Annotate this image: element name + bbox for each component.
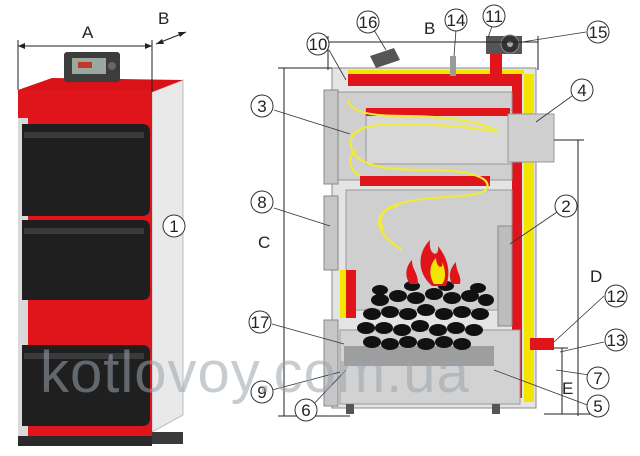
boiler-exterior: A B 1 bbox=[17, 9, 187, 446]
callout-17: 17 bbox=[248, 310, 272, 334]
callout-10: 10 bbox=[306, 32, 330, 56]
control-panel bbox=[64, 52, 120, 82]
svg-text:4: 4 bbox=[577, 81, 586, 100]
callout-11: 11 bbox=[482, 4, 506, 28]
boiler-top-cap bbox=[18, 78, 183, 92]
boiler-base bbox=[18, 436, 152, 446]
callout-1-label: 1 bbox=[169, 217, 178, 236]
svg-text:16: 16 bbox=[359, 13, 378, 32]
dimension-c-label: C bbox=[258, 233, 270, 252]
dimension-a bbox=[17, 40, 153, 92]
dimension-a-label: A bbox=[82, 23, 94, 42]
callout-15: 15 bbox=[586, 20, 610, 44]
lower-door bbox=[22, 345, 150, 426]
exchanger-extension bbox=[507, 113, 555, 163]
callout-7: 7 bbox=[586, 366, 610, 390]
gas-flow-arrows bbox=[346, 99, 499, 251]
callout-4: 4 bbox=[570, 78, 594, 102]
middle-door bbox=[22, 220, 150, 300]
section-door-upper bbox=[323, 89, 339, 185]
outlet-12 bbox=[530, 338, 554, 350]
callout-1-circle bbox=[162, 214, 186, 238]
callout-5: 5 bbox=[586, 394, 610, 418]
dimension-lines bbox=[278, 36, 590, 417]
svg-text:7: 7 bbox=[593, 369, 602, 388]
svg-text:17: 17 bbox=[251, 313, 270, 332]
water-jacket-left bbox=[346, 270, 356, 318]
svg-text:5: 5 bbox=[593, 397, 602, 416]
callout-16: 16 bbox=[356, 10, 380, 34]
grate-pipe bbox=[497, 225, 513, 327]
dimension-b-left-label: B bbox=[158, 9, 169, 28]
water-jacket-right bbox=[512, 82, 522, 398]
insulation-top bbox=[348, 70, 524, 74]
vent-16 bbox=[370, 48, 400, 68]
section-door-middle bbox=[323, 195, 339, 271]
callout-8: 8 bbox=[250, 190, 274, 214]
boiler-foot-right bbox=[152, 432, 183, 444]
callout-2: 2 bbox=[554, 194, 578, 218]
sensor-14 bbox=[450, 56, 456, 76]
flame bbox=[406, 240, 461, 286]
dimension-d-label: D bbox=[590, 267, 602, 286]
coal-bed bbox=[357, 281, 494, 350]
baffle-red-lower bbox=[360, 176, 490, 186]
svg-text:10: 10 bbox=[309, 35, 328, 54]
svg-text:14: 14 bbox=[447, 11, 466, 30]
baffle-tube bbox=[365, 109, 513, 165]
boiler-front-top bbox=[18, 90, 152, 118]
insulation-left bbox=[340, 270, 346, 318]
svg-text:6: 6 bbox=[301, 401, 310, 420]
svg-text:3: 3 bbox=[257, 97, 266, 116]
callout-9: 9 bbox=[250, 380, 274, 404]
callout-leaders bbox=[271, 25, 605, 411]
svg-text:12: 12 bbox=[607, 287, 626, 306]
svg-text:2: 2 bbox=[561, 197, 570, 216]
watermark: kotlovoy.com.ua bbox=[40, 340, 470, 405]
callout-13: 13 bbox=[604, 328, 628, 352]
dimension-e-label: E bbox=[562, 379, 573, 398]
svg-text:15: 15 bbox=[589, 23, 608, 42]
svg-text:9: 9 bbox=[257, 383, 266, 402]
svg-text:13: 13 bbox=[607, 331, 626, 350]
dimension-b-left bbox=[155, 31, 187, 45]
callout-14: 14 bbox=[444, 8, 468, 32]
water-jacket-top bbox=[348, 74, 522, 86]
callout-12: 12 bbox=[604, 284, 628, 308]
upper-door bbox=[22, 124, 150, 216]
svg-text:8: 8 bbox=[257, 193, 266, 212]
dimension-b-right-label: B bbox=[424, 19, 435, 38]
fan bbox=[486, 34, 522, 54]
section-leg-left bbox=[346, 404, 354, 414]
insulation-right bbox=[524, 74, 534, 402]
boiler-section: B C D E 10 16 bbox=[248, 4, 628, 422]
svg-text:11: 11 bbox=[485, 7, 503, 26]
baffle-red bbox=[366, 108, 510, 116]
callout-3: 3 bbox=[250, 94, 274, 118]
ash-tray bbox=[344, 346, 494, 366]
callout-6: 6 bbox=[294, 398, 318, 422]
section-leg-right bbox=[492, 404, 500, 414]
